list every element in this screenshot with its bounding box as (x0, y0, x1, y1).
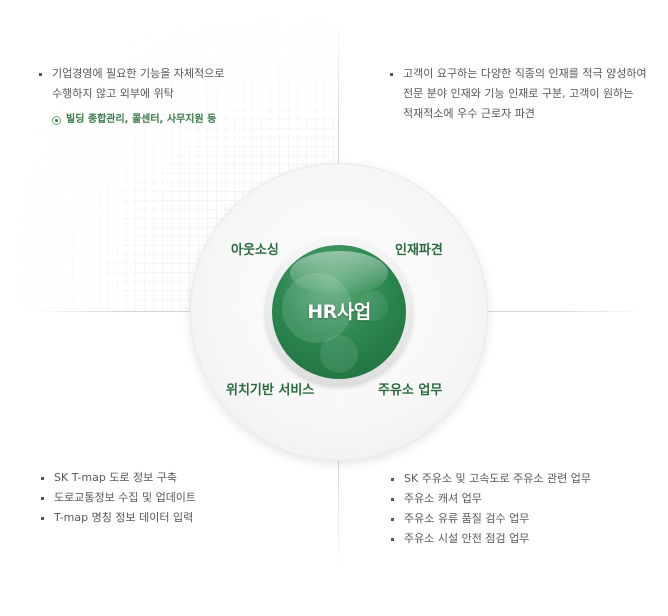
dispatch-line-2: 전문 분야 인재와 기능 인재로 구분, 고객이 원하는 (403, 87, 634, 100)
list-item: T-map 명칭 정보 데이터 입력 (38, 508, 196, 528)
quadrant-label-location: 위치기반 서비스 (226, 383, 315, 398)
list-item: SK 주유소 및 고속도로 주유소 관련 업무 (388, 469, 591, 489)
outsourcing-line-1: 기업경영에 필요한 기능을 자체적으로 (52, 67, 225, 80)
outsourcing-description: 기업경영에 필요한 기능을 자체적으로 수행하지 않고 외부에 위탁 빌딩 종합… (36, 64, 224, 130)
center-label: HR사업 (307, 301, 371, 323)
list-item: SK T-map 도로 정보 구축 (38, 468, 196, 488)
dispatch-line-3: 적재적소에 우수 근로자 파견 (403, 107, 535, 120)
outsourcing-sub-item: 빌딩 종합관리, 콜센터, 사무지원 등 (52, 110, 224, 130)
decorative-bubble (320, 335, 358, 373)
center-button: HR사업 (272, 245, 406, 379)
dispatch-line-1: 고객이 요구하는 다양한 직종의 인재를 적극 양성하여 (403, 67, 647, 80)
quadrant-label-outsourcing: 아웃소싱 (231, 243, 279, 258)
list-item: 주유소 시설 안전 점검 업무 (388, 529, 591, 549)
list-item: 기업경영에 필요한 기능을 자체적으로 수행하지 않고 외부에 위탁 (36, 64, 224, 104)
list-item: 주유소 캐셔 업무 (388, 489, 591, 509)
decorative-bubble (358, 291, 388, 321)
outsourcing-line-2: 수행하지 않고 외부에 위탁 (52, 87, 174, 100)
decorative-bubble (282, 273, 352, 343)
list-item: 주유소 유류 품질 검수 업무 (388, 509, 591, 529)
dispatch-description: 고객이 요구하는 다양한 직종의 인재를 적극 양성하여 전문 분야 인재와 기… (387, 64, 647, 124)
location-service-list: SK T-map 도로 정보 구축 도로교통정보 수집 및 업데이트 T-map… (38, 468, 196, 528)
quadrant-label-dispatch: 인재파견 (395, 243, 443, 258)
list-item: 도로교통정보 수집 및 업데이트 (38, 488, 196, 508)
gas-station-list: SK 주유소 및 고속도로 주유소 관련 업무 주유소 캐셔 업무 주유소 유류… (388, 469, 591, 549)
quadrant-label-gas-station: 주유소 업무 (378, 383, 443, 398)
list-item: 고객이 요구하는 다양한 직종의 인재를 적극 양성하여 전문 분야 인재와 기… (387, 64, 647, 124)
target-bullet-icon (52, 116, 61, 125)
center-gloss (290, 251, 388, 295)
outsourcing-sub-text: 빌딩 종합관리, 콜센터, 사무지원 등 (66, 114, 217, 125)
